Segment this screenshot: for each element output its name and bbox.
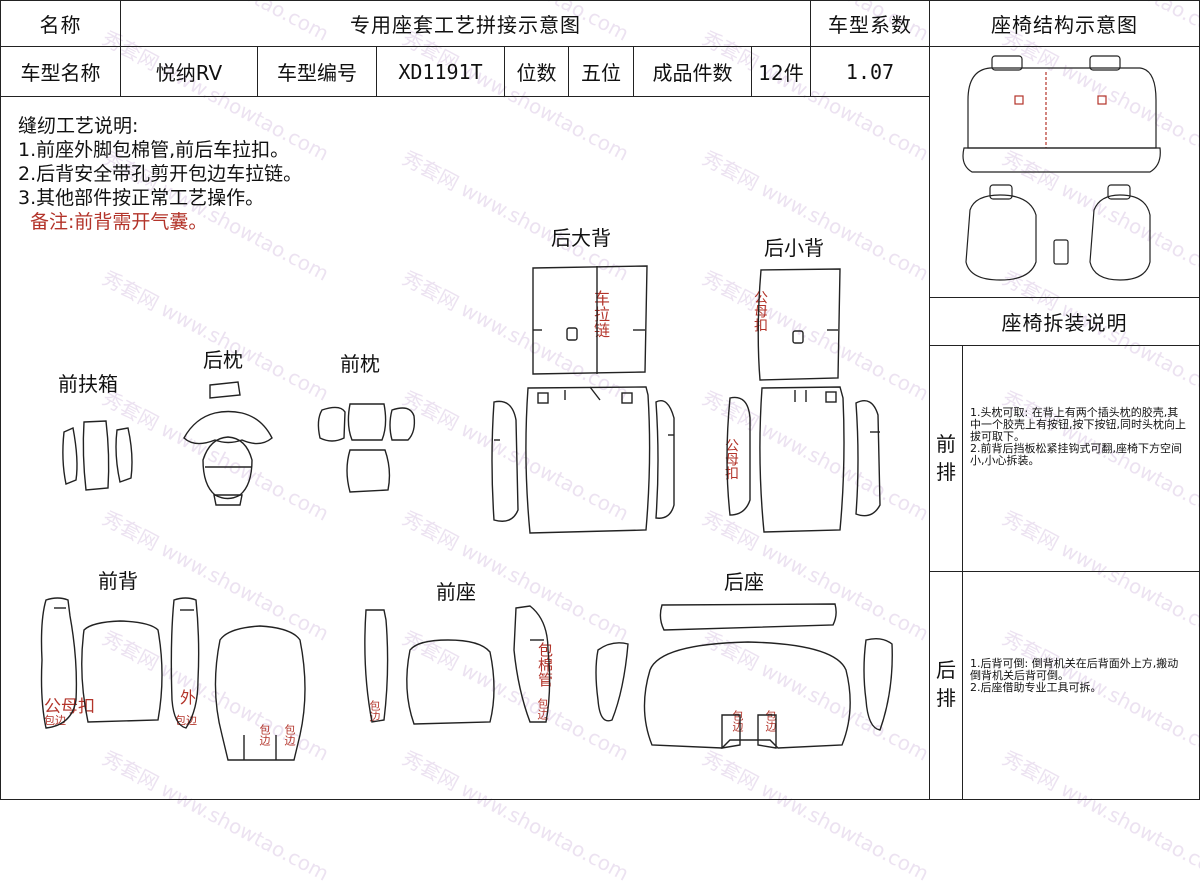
rear-big-back-lower — [491, 386, 675, 534]
notes-remark: 备注:前背需开气囊。 — [30, 211, 208, 233]
rear-row-text: 1.后背可倒: 倒背机关在后背面外上方,搬动倒背机关后背可倒。 2.后座借助专业… — [970, 657, 1179, 694]
notes-line-3: 3.其他部件按正常工艺操作。 — [18, 187, 265, 209]
pattern-drawing — [40, 55, 1161, 761]
seat-structure-sketch — [962, 55, 1161, 281]
pieces-label: 成品件数 — [633, 46, 752, 97]
label-front-headrest: 前枕 — [340, 352, 380, 376]
notes-heading: 缝纫工艺说明: — [18, 115, 139, 137]
notes-line-2: 2.后背安全带孔剪开包边车拉链。 — [18, 163, 303, 185]
front-row-label: 前排 — [936, 432, 956, 484]
front-seat — [364, 605, 551, 725]
model-name: 悦纳RV — [120, 46, 258, 97]
label-rear-seat: 后座 — [724, 570, 764, 594]
label-front-seat: 前座 — [436, 580, 476, 604]
label-rear-small-back: 后小背 — [764, 236, 824, 260]
mark-zipper: 车拉链 — [591, 290, 610, 338]
mark-snap-small-back: 公母扣 — [752, 290, 768, 332]
rear-headrest — [183, 381, 273, 506]
notes-line-1: 1.前座外脚包棉管,前后车拉扣。 — [18, 139, 290, 161]
coef-label: 车型系数 — [810, 0, 930, 47]
mark-binding-4: 包边 — [283, 724, 296, 746]
label-front-back: 前背 — [98, 569, 138, 593]
sewing-notes: 缝纫工艺说明: 1.前座外脚包棉管,前后车拉扣。 2.后背安全带孔剪开包边车拉链… — [18, 114, 302, 234]
rear-big-back-upper — [532, 265, 648, 375]
mark-outer: 外 — [180, 688, 197, 707]
front-row-text: 1.头枕可取: 在背上有两个插头枕的胶壳,其中一个胶壳上有按钮,按下按钮,同时头… — [970, 406, 1186, 467]
label-rear-headrest: 后枕 — [203, 348, 243, 372]
mark-binding-3: 包边 — [258, 724, 271, 746]
rear-row-label: 后排 — [936, 658, 956, 710]
rear-small-back — [726, 268, 881, 533]
side-divider — [962, 345, 963, 800]
mark-binding-6: 包边 — [536, 698, 549, 720]
rear-seat — [595, 603, 893, 749]
label-rear-big-back: 后大背 — [551, 226, 611, 250]
front-armrest — [62, 420, 133, 491]
mark-snap-front-back: 公母扣 — [44, 697, 95, 717]
label-front-armrest: 前扶箱 — [58, 372, 118, 396]
front-back — [40, 597, 306, 761]
seats-label: 位数 — [504, 46, 569, 97]
front-headrest — [317, 403, 416, 493]
